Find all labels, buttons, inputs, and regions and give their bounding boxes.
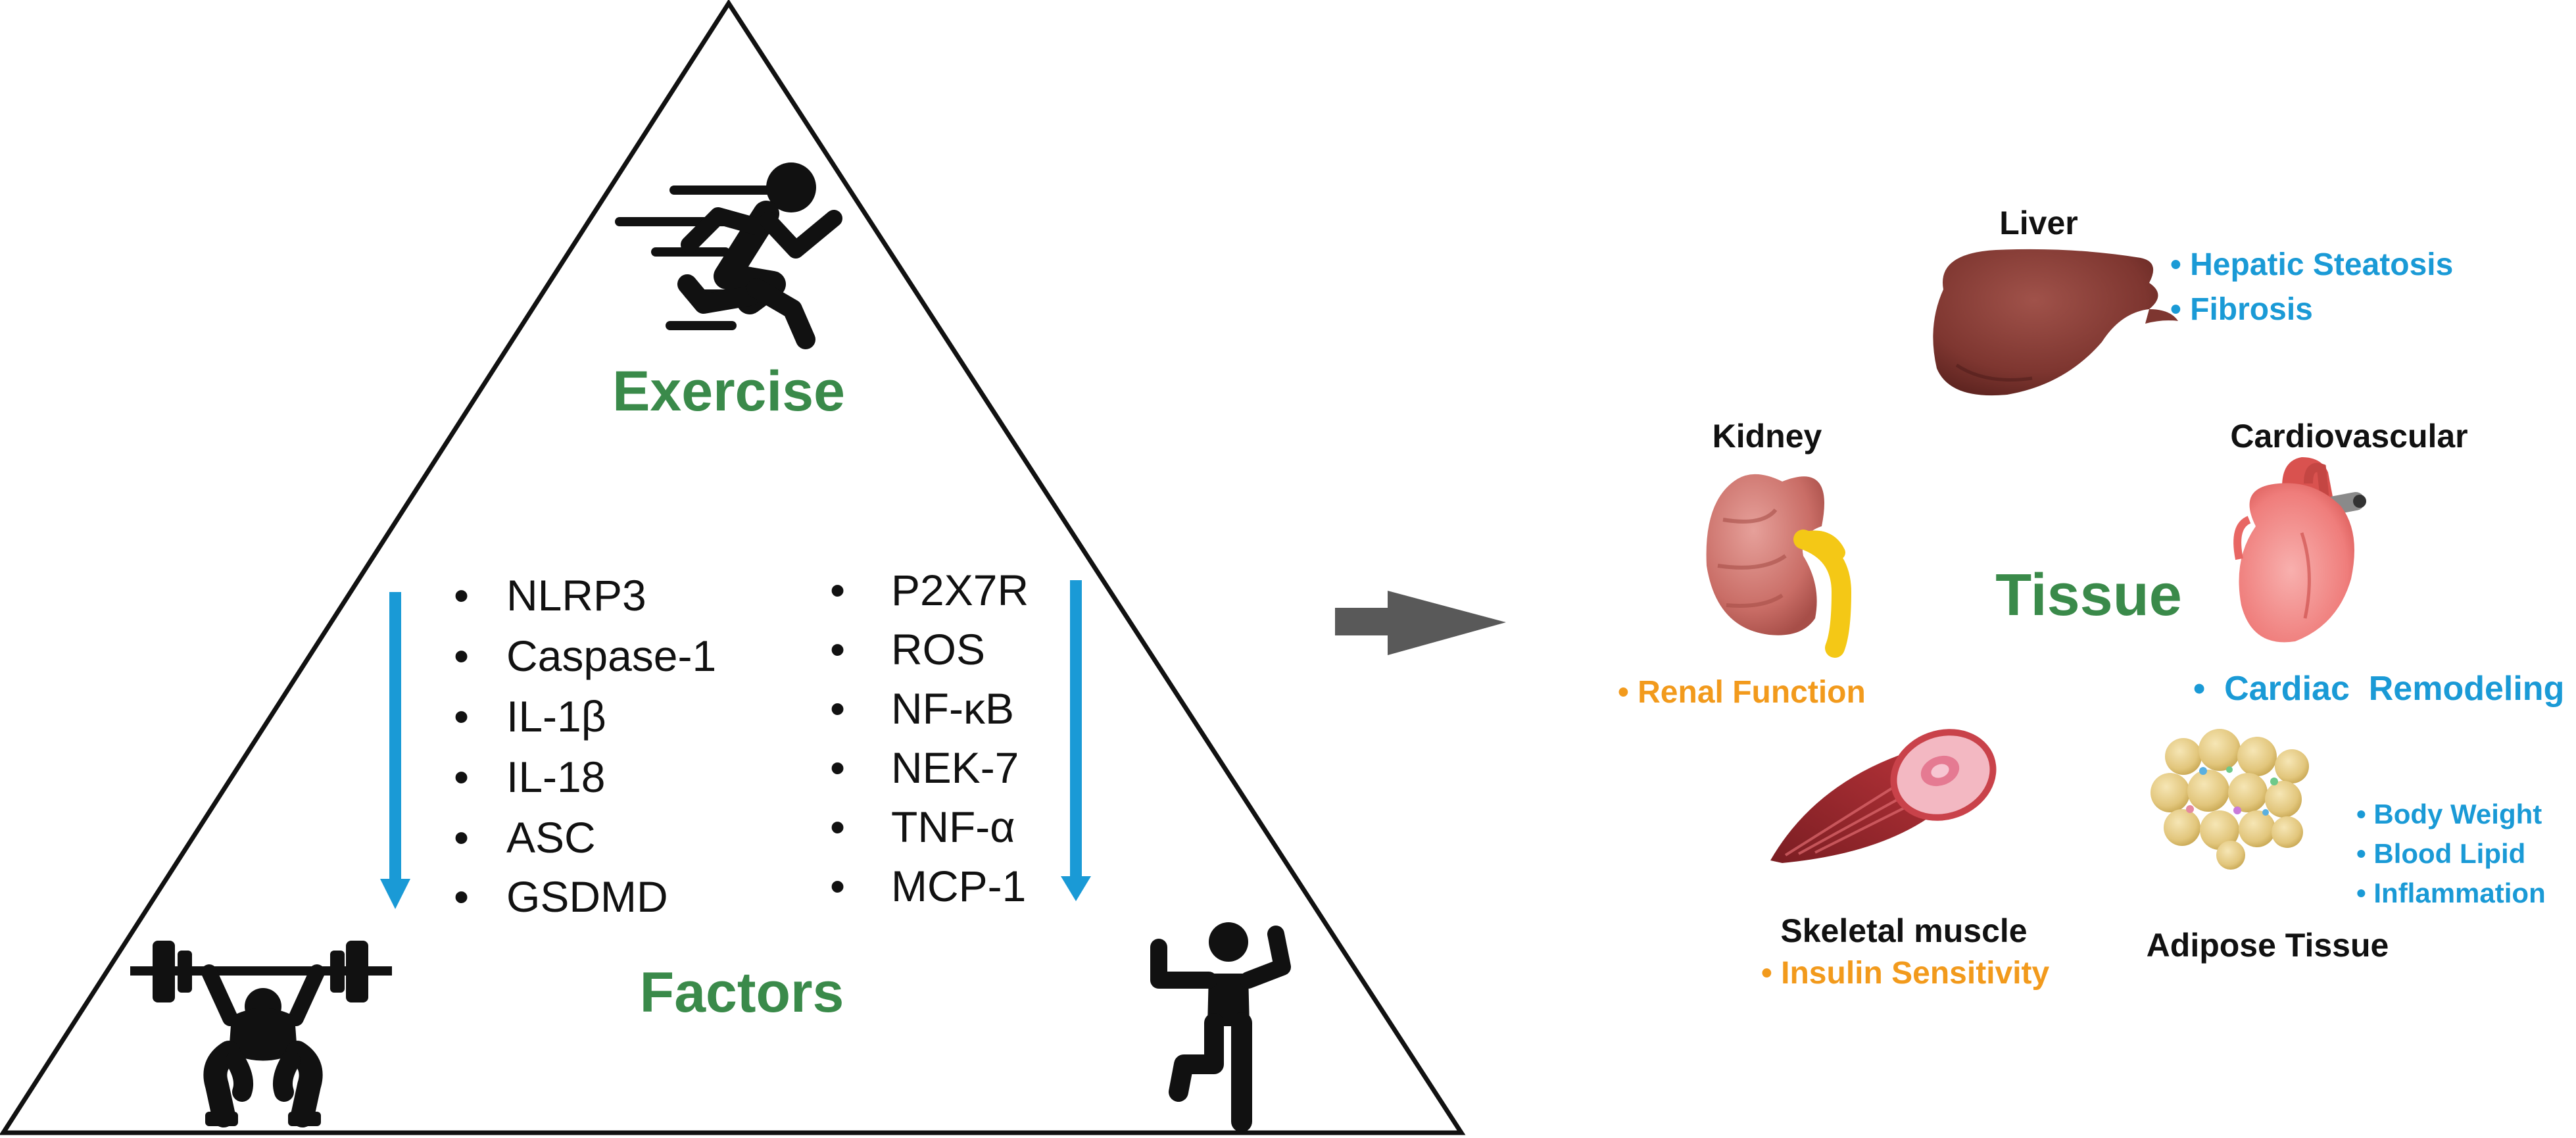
list-item: NLRP3 bbox=[506, 571, 646, 620]
muscle-icon bbox=[1770, 729, 1997, 863]
list-item: IL-1β bbox=[506, 692, 606, 741]
bullet: • bbox=[454, 631, 469, 680]
right-down-arrow bbox=[1061, 580, 1091, 901]
adipose-label: Adipose Tissue bbox=[2147, 927, 2389, 964]
list-item: Caspase-1 bbox=[506, 631, 716, 680]
bullet: • bbox=[830, 743, 845, 792]
exercise-title: Exercise bbox=[612, 360, 845, 423]
heart-icon bbox=[2233, 457, 2366, 643]
list-item: IL-18 bbox=[506, 753, 605, 801]
adipose-effects: • Body Weight • Blood Lipid • Inflammati… bbox=[2356, 799, 2546, 908]
factors-title: Factors bbox=[640, 961, 844, 1024]
list-item: ROS bbox=[891, 625, 985, 674]
triangle-outline bbox=[0, 0, 1466, 1135]
bullet: • bbox=[454, 813, 469, 862]
left-down-arrow bbox=[380, 592, 410, 909]
bullet: • bbox=[830, 803, 845, 851]
liver-label: Liver bbox=[1999, 205, 2078, 241]
bullet: • bbox=[830, 625, 845, 674]
muscle-label: Skeletal muscle bbox=[1780, 912, 2027, 949]
factor-list-left: • NLRP3 • Caspase-1 • IL-1β • IL-18 • AS… bbox=[454, 571, 716, 921]
bullet: • bbox=[830, 566, 845, 614]
effect-text: • Body Weight bbox=[2356, 799, 2542, 829]
list-item: NF-κB bbox=[891, 684, 1014, 733]
factor-list-right: • P2X7R • ROS • NF-κB • NEK-7 • TNF-α • … bbox=[830, 566, 1029, 910]
list-item: MCP-1 bbox=[891, 862, 1026, 910]
effect-text: • Fibrosis bbox=[2170, 292, 2313, 327]
kidney-effect: • Renal Function bbox=[1618, 675, 1866, 710]
dancer-icon bbox=[1150, 922, 1291, 1132]
list-item: P2X7R bbox=[891, 566, 1029, 614]
effect-text: • Inflammation bbox=[2356, 878, 2546, 908]
connector-arrow bbox=[1335, 591, 1506, 655]
liver-icon bbox=[1933, 249, 2178, 396]
bullet: • bbox=[454, 692, 469, 741]
cardio-label: Cardiovascular bbox=[2230, 418, 2467, 455]
list-item: ASC bbox=[506, 813, 596, 862]
kidney-icon bbox=[1706, 474, 1852, 658]
cardio-effect: • Cardiac Remodeling bbox=[2193, 670, 2564, 708]
bullet: • bbox=[830, 684, 845, 733]
tissue-title: Tissue bbox=[1995, 562, 2182, 628]
bullet: • bbox=[454, 571, 469, 620]
list-item: GSDMD bbox=[506, 872, 668, 921]
effect-text: • Hepatic Steatosis bbox=[2170, 247, 2453, 282]
kidney-label: Kidney bbox=[1713, 418, 1822, 455]
bullet: • bbox=[454, 872, 469, 921]
effect-text: • Blood Lipid bbox=[2356, 838, 2525, 869]
bullet: • bbox=[454, 753, 469, 801]
muscle-effect: • Insulin Sensitivity bbox=[1761, 956, 2050, 991]
running-person-icon bbox=[615, 162, 842, 349]
weightlifter-icon bbox=[130, 941, 392, 1127]
list-item: NEK-7 bbox=[891, 743, 1019, 792]
liver-effects: • Hepatic Steatosis • Fibrosis bbox=[2170, 247, 2453, 327]
list-item: TNF-α bbox=[891, 803, 1015, 851]
bullet: • bbox=[830, 862, 845, 910]
adipose-icon bbox=[2151, 729, 2309, 870]
